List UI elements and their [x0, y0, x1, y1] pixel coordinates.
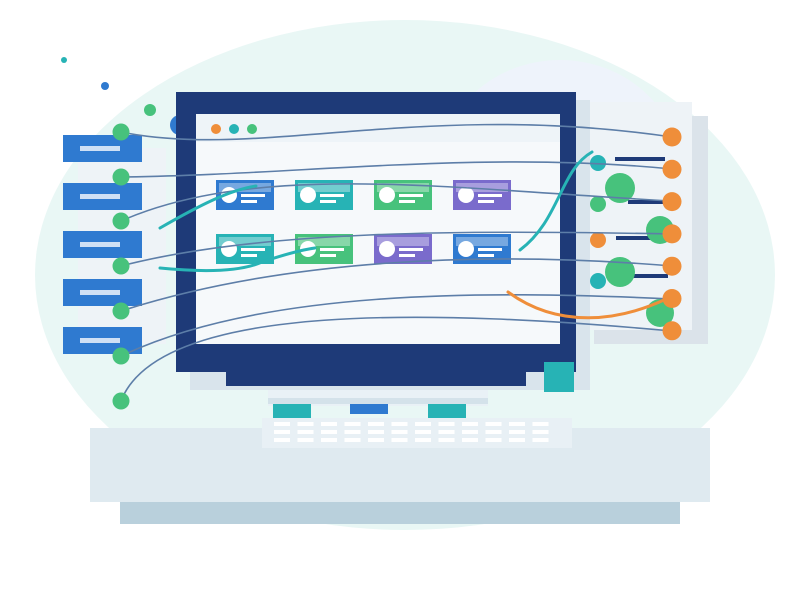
key — [509, 430, 525, 434]
screen-cards — [216, 180, 511, 264]
key — [438, 438, 455, 442]
connector-dot-icon — [662, 256, 682, 276]
left-node-dot-icon — [112, 302, 130, 320]
profile-card-icon — [295, 180, 353, 210]
base-tab — [350, 404, 388, 414]
key — [274, 422, 290, 426]
connector-dot-icon — [662, 192, 682, 212]
highlight-wires — [158, 150, 666, 320]
profile-card-icon — [453, 180, 511, 210]
floating-dot — [144, 104, 156, 116]
key — [532, 438, 549, 442]
key — [368, 430, 384, 434]
server-block-icon — [63, 183, 142, 210]
connector-dot-icon — [662, 127, 682, 147]
connector-dot-icon — [662, 159, 682, 179]
key — [462, 438, 478, 442]
key — [368, 422, 384, 426]
left-node-dot-icon — [112, 212, 130, 230]
base-tab — [428, 404, 466, 418]
monitor-corner-block — [544, 362, 574, 392]
key — [344, 430, 361, 434]
key — [391, 430, 408, 434]
key — [462, 422, 478, 426]
key — [415, 438, 431, 442]
server-block-icon — [63, 327, 142, 354]
server-block-icon — [63, 231, 142, 258]
connector-dot-icon — [662, 321, 682, 341]
key — [321, 430, 337, 434]
key — [297, 438, 314, 442]
key — [391, 438, 408, 442]
profile-card-icon — [216, 234, 274, 264]
key — [391, 422, 408, 426]
key — [532, 430, 549, 434]
connection-wires — [120, 123, 673, 402]
key — [485, 422, 502, 426]
teal-dot-icon — [229, 124, 239, 134]
left-node-dot-icon — [112, 347, 130, 365]
key — [485, 438, 502, 442]
right-connector-nodes — [662, 127, 682, 341]
floating-dot — [101, 82, 109, 90]
monitor-base-shadow — [268, 398, 488, 404]
server-block-icon — [63, 135, 142, 162]
green-dot-icon — [247, 124, 257, 134]
key — [297, 422, 314, 426]
key — [297, 430, 314, 434]
profile-card-icon — [374, 234, 432, 264]
desk-shadow — [120, 500, 680, 524]
left-node-dot-icon — [112, 168, 130, 186]
key — [462, 430, 478, 434]
key — [438, 430, 455, 434]
server-block-icon — [63, 279, 142, 306]
left-connector-nodes — [112, 123, 130, 410]
orange-dot-icon — [211, 124, 221, 134]
left-server-blocks — [63, 135, 166, 354]
floating-dot — [61, 57, 67, 63]
key — [485, 430, 502, 434]
key — [321, 422, 337, 426]
key — [438, 422, 455, 426]
keyboard — [262, 418, 572, 448]
base-tab — [273, 404, 311, 418]
key — [415, 422, 431, 426]
monitor-screen — [196, 114, 560, 344]
key — [344, 422, 361, 426]
key — [532, 422, 549, 426]
key — [415, 430, 431, 434]
left-node-dot-icon — [112, 257, 130, 275]
key — [368, 438, 384, 442]
key — [321, 438, 337, 442]
connector-dot-icon — [662, 224, 682, 244]
left-node-dot-icon — [112, 392, 130, 410]
key — [509, 422, 525, 426]
key — [274, 438, 290, 442]
connector-dot-icon — [662, 289, 682, 308]
right-panel-bars — [615, 157, 668, 278]
left-node-dot-icon — [112, 123, 130, 141]
key — [509, 438, 525, 442]
key — [274, 430, 290, 434]
key — [344, 438, 361, 442]
